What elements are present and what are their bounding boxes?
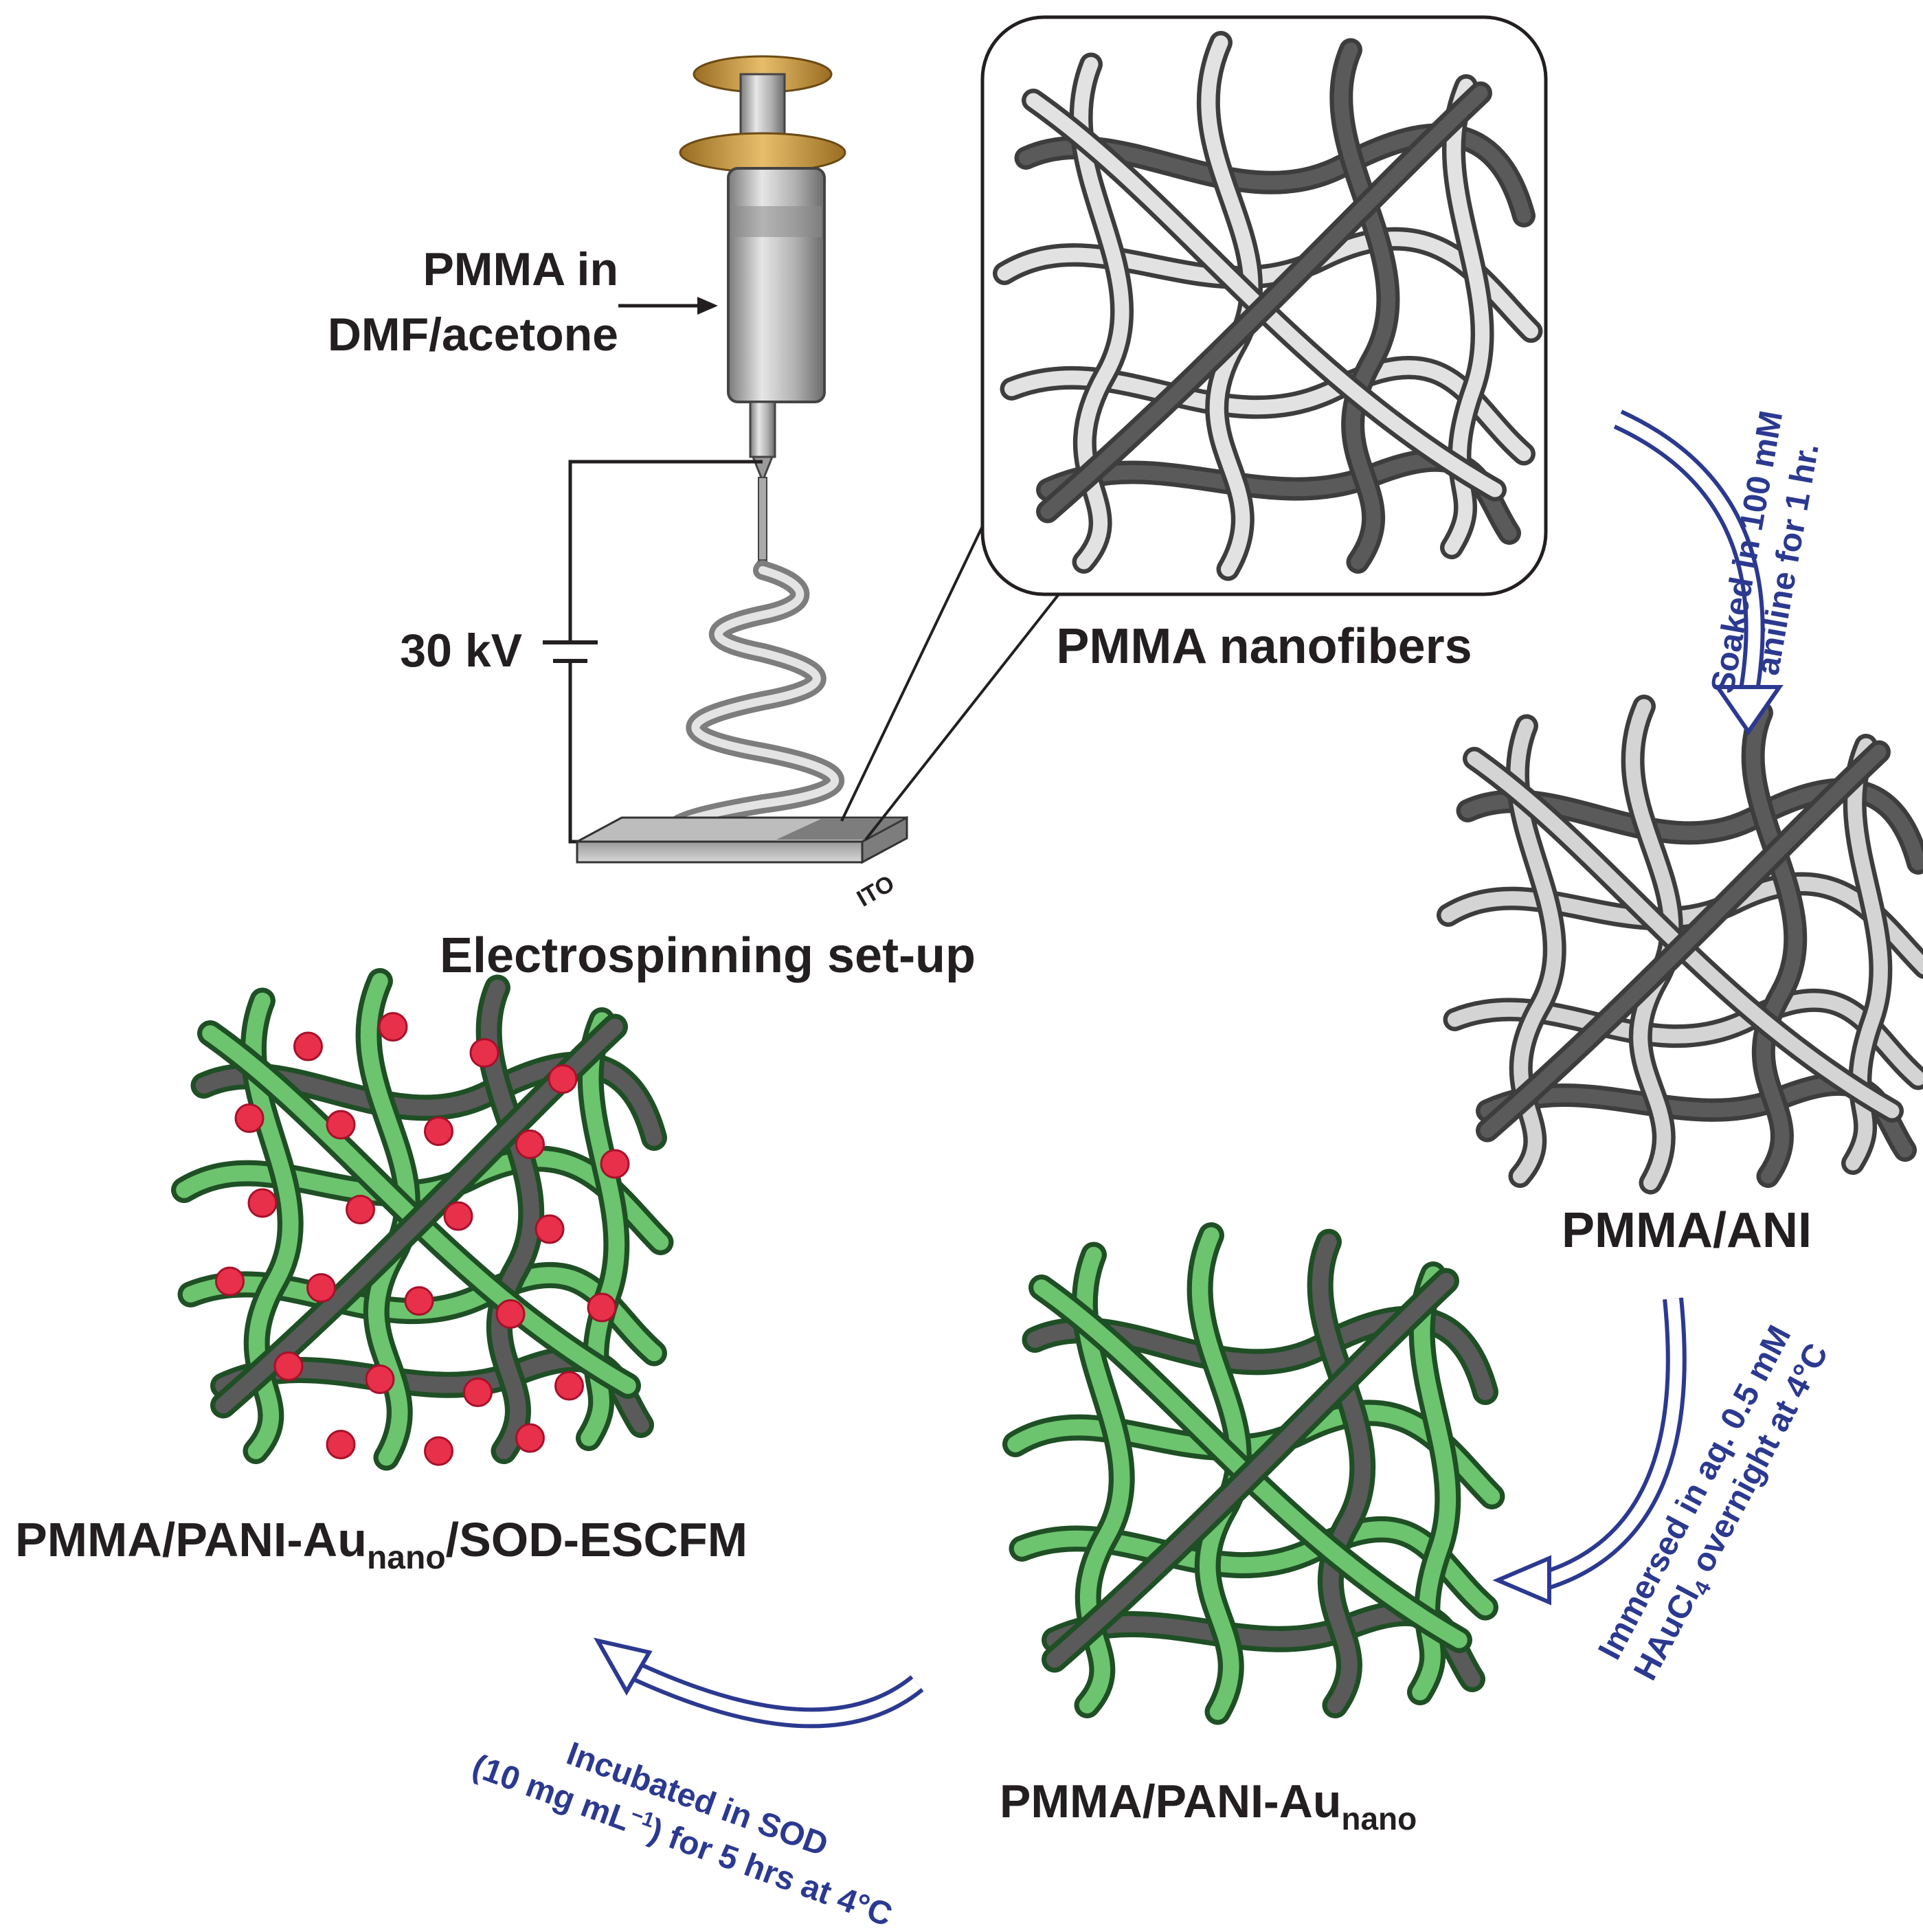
sod-particle — [424, 1116, 453, 1146]
pmma-pani-au-mesh — [1002, 1222, 1505, 1725]
label-pmma-nanofibers: PMMA nanofibers — [1056, 619, 1472, 674]
step-arrow-incubate — [594, 1637, 924, 1729]
label-electrospinning-setup: Electrospinning set-up — [440, 928, 976, 983]
polymer-jet — [664, 561, 844, 855]
fiber — [581, 1012, 625, 1446]
fiber — [1312, 1233, 1371, 1714]
sod-particle — [306, 1273, 336, 1303]
fiber — [1334, 42, 1395, 570]
label-final-sub: nano — [367, 1540, 446, 1576]
fiber — [1480, 744, 1887, 1138]
syringe — [679, 55, 846, 574]
fiber — [1746, 705, 1803, 1184]
sod-escfm-mesh — [170, 967, 674, 1471]
label-final-electrode: PMMA/PANI-Aunano/SOD-ESCFM — [15, 1513, 747, 1576]
syringe-hub — [749, 401, 776, 458]
label-pmma-in: PMMA in — [423, 243, 618, 295]
sod-particle — [378, 1012, 408, 1042]
sod-particle — [215, 1266, 245, 1296]
syringe-flange — [679, 132, 846, 173]
step-label-soak: Soaked in 100 mM aniline for 1 hr. — [1705, 408, 1826, 696]
label-final-suffix: /SOD-ESCFM — [446, 1513, 747, 1566]
label-ito: ITO — [853, 870, 899, 912]
sod-particle — [247, 1188, 278, 1218]
ito-collector — [576, 816, 908, 864]
label-pmma-pani-au-base: PMMA/PANI-Au — [1000, 1775, 1341, 1828]
pmma-ani-mesh — [1436, 694, 1923, 1195]
fiber — [1040, 85, 1488, 519]
step-label-immerse: Immersed in aq. 0.5 mM HAuCl4 overnight … — [1591, 1320, 1835, 1686]
fiber — [1033, 1279, 1467, 1648]
sod-particle — [535, 1214, 565, 1244]
sod-particle — [346, 1195, 375, 1224]
fiber — [202, 1025, 636, 1394]
fiber — [1444, 78, 1490, 555]
fiber — [1073, 56, 1129, 570]
sod-particles — [215, 1012, 630, 1466]
zoom-line-top — [840, 511, 991, 822]
step-label-incubate: Incubated in SOD (10 mg mL−1) for 5 hrs … — [468, 1736, 897, 1932]
label-pmma-pani-au-sub: nano — [1341, 1801, 1417, 1836]
syringe-needle — [758, 477, 767, 561]
sod-particle — [548, 1064, 578, 1094]
label-final-base: PMMA/PANI-Au — [15, 1513, 367, 1566]
sod-particle — [463, 1378, 493, 1407]
pmma-nanofiber-mesh — [992, 30, 1543, 581]
step-arrow-soak — [1613, 409, 1784, 736]
fiber — [1026, 93, 1503, 497]
label-voltage: 30 kV — [400, 625, 522, 677]
fiber — [1412, 1266, 1457, 1700]
feed-arrow — [618, 297, 718, 315]
sod-particle — [469, 1038, 499, 1068]
sod-particle — [443, 1201, 473, 1231]
label-pmma-ani: PMMA/ANI — [1562, 1203, 1812, 1258]
sod-particle — [424, 1436, 453, 1466]
syringe-plunger-head — [731, 206, 822, 237]
syringe-barrel — [727, 167, 826, 403]
fiber — [480, 979, 539, 1459]
sod-particle — [365, 1364, 395, 1394]
sod-particle — [515, 1130, 545, 1159]
fiber — [1046, 1272, 1454, 1668]
sod-particle — [404, 1286, 434, 1316]
circuit — [543, 460, 763, 844]
fiber — [1467, 751, 1900, 1119]
sod-particle — [515, 1423, 545, 1453]
fiber — [1510, 718, 1562, 1184]
sod-particle — [273, 1351, 304, 1381]
label-pmma-pani-au: PMMA/PANI-Aunano — [1000, 1775, 1417, 1836]
sod-particle — [495, 1299, 526, 1329]
zoom-line-bottom — [864, 589, 1063, 841]
sod-particle — [293, 1031, 323, 1062]
sod-particle — [234, 1103, 265, 1133]
sod-particle — [600, 1149, 630, 1179]
sod-particle — [587, 1292, 617, 1323]
fiber — [1845, 738, 1888, 1171]
step-arrow-immerse — [1492, 1297, 1687, 1606]
sod-particle — [554, 1371, 584, 1401]
sod-particle — [326, 1430, 356, 1459]
label-dmf-acetone: DMF/acetone — [328, 308, 618, 361]
sod-particle — [326, 1110, 356, 1140]
